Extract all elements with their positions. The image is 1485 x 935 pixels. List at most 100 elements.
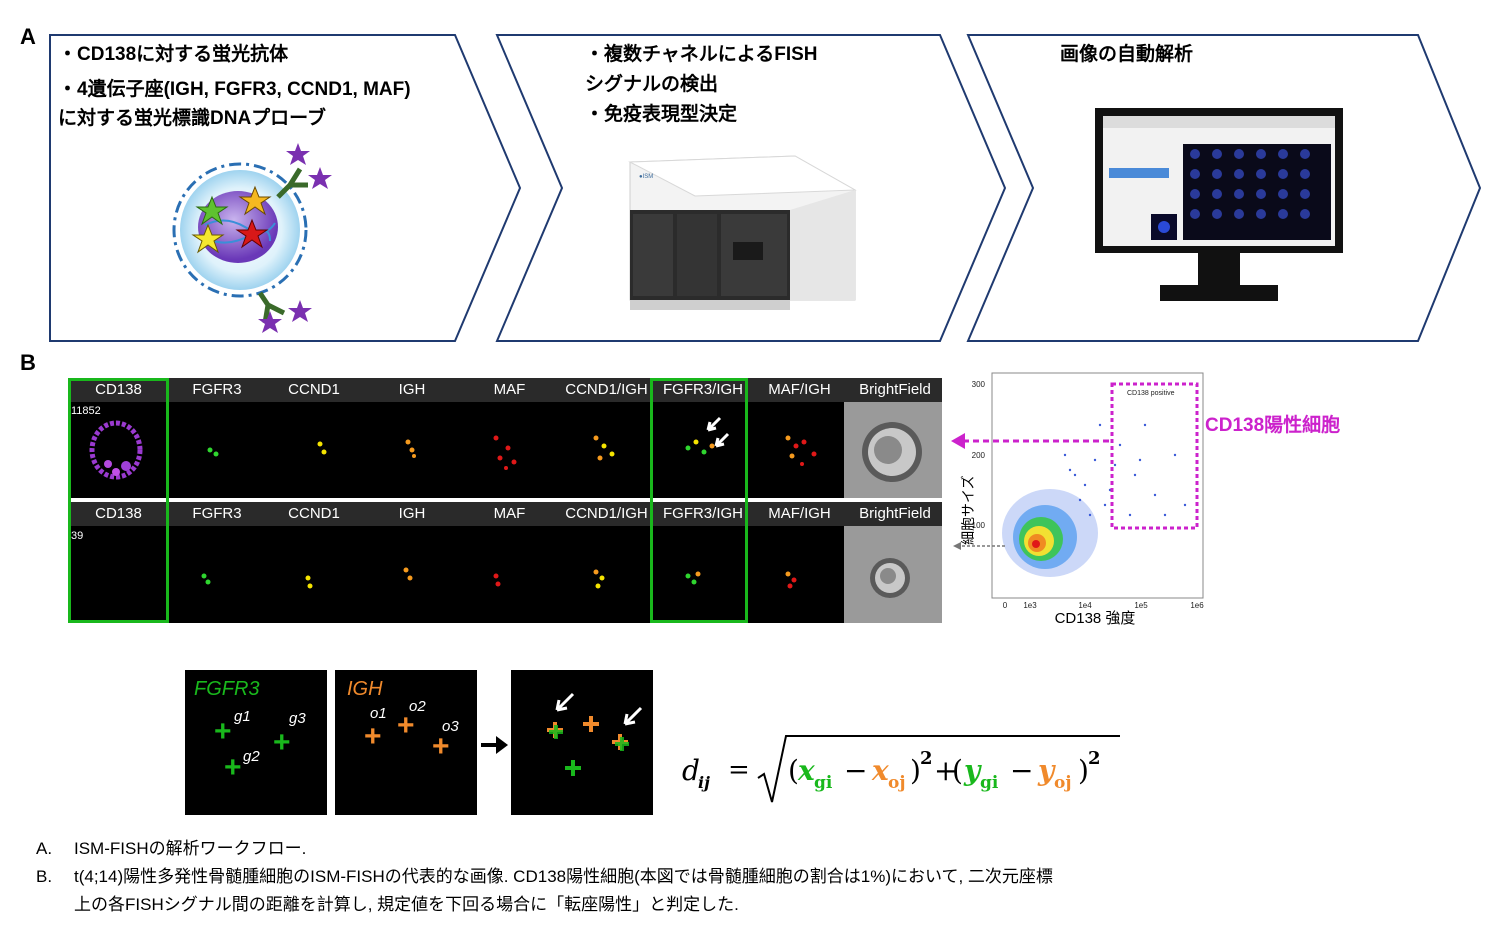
gate-arrow-head [951, 433, 965, 449]
step3-title: 画像の自動解析 [1060, 44, 1194, 65]
step2-line1: ・複数チャネルによるFISH [585, 44, 818, 65]
distance-equation: d ij = ( x gi − x oj ) 2 + ( y gi − y oj… [682, 735, 1120, 803]
scatter-dot [1138, 458, 1142, 462]
step1-line2: ・4遺伝子座(IGH, FGFR3, CCND1, MAF) [58, 79, 411, 100]
row2-cell-number: 39 [71, 530, 84, 542]
scatter-dot [1173, 453, 1177, 457]
scatter-dot [1128, 513, 1132, 517]
eq-minus1: − [844, 754, 867, 787]
x-tick-1e5: 1e5 [1134, 601, 1148, 610]
eq-yo-sub: oj [1054, 773, 1072, 793]
eq-lhs: d [682, 754, 700, 787]
caption-b-label: B. [36, 867, 53, 886]
channel-header-1-2: FGFR3 [169, 378, 265, 402]
svg-text:(: ( [952, 754, 963, 787]
channel-header-2-9: BrightField [848, 502, 942, 526]
eq-lhs-sub: ij [698, 773, 710, 792]
scatter-dot [1133, 473, 1137, 477]
scatter-dot [1103, 503, 1107, 507]
cd138-scatter-plot: 300 200 100 0 1e3 1e4 1e5 1e6 CD138 posi… [951, 372, 1204, 627]
eq-yo: y [1037, 754, 1056, 787]
eq-equals: = [728, 755, 750, 785]
cd138-highlight-box [68, 378, 169, 623]
y-tick-200: 200 [972, 451, 986, 460]
caption-a-label: A. [36, 839, 53, 858]
analysis-monitor-illustration [1095, 108, 1343, 301]
channel-header-1-7: FGFR3/IGH [655, 378, 751, 402]
x-axis-label: CD138 強度 [1055, 610, 1136, 627]
caption-a-text: ISM-FISHの解析ワークフロー. [74, 839, 307, 858]
eq-xg-sub: gi [814, 773, 833, 793]
channel-header-2-3: CCND1 [265, 502, 363, 526]
row1-cell-number: 11852 [71, 405, 101, 417]
scatter-dot [1113, 463, 1117, 467]
step2-line2: シグナルの検出 [585, 74, 719, 95]
svg-text:): ) [910, 754, 921, 787]
cd138-positive-gate [1110, 382, 1199, 530]
label-g2: g2 [243, 748, 260, 765]
row1-images [89, 402, 942, 498]
scatter-dot [1153, 493, 1157, 497]
cd138-positive-annotation: CD138陽性細胞 [1205, 415, 1341, 436]
panel-b-letter: B [20, 350, 36, 375]
svg-text:●ISM: ●ISM [639, 174, 653, 180]
label-g1: g1 [234, 708, 251, 725]
scatter-dot [1063, 453, 1067, 457]
igh-signal-box [335, 670, 477, 815]
eq-yg-sub: gi [980, 773, 999, 793]
channel-header-2-4: IGH [363, 502, 461, 526]
imaging-instrument-illustration: ●ISM [628, 155, 857, 310]
eq-exp1: 2 [920, 748, 933, 769]
scatter-dot [1143, 423, 1147, 427]
eq-exp2: 2 [1088, 748, 1101, 769]
sqrt-symbol [757, 735, 1120, 803]
channel-header-2-7: FGFR3/IGH [655, 502, 751, 526]
x-tick-1e4: 1e4 [1078, 601, 1092, 610]
row2-images [201, 526, 942, 623]
channel-header-1-6: CCND1/IGH [558, 378, 655, 402]
scatter-dot [1163, 513, 1167, 517]
caption-b-line1: t(4;14)陽性多発性骨髄腫細胞のISM-FISHの代表的な画像. CD138… [74, 867, 1053, 886]
cross-o1: + [364, 720, 382, 753]
right-arrow-icon [481, 736, 508, 754]
label-o2: o2 [409, 698, 426, 715]
cross-g1: + [214, 715, 232, 748]
fgfr3-igh-highlight-box [650, 378, 748, 623]
channel-header-2-8: MAF/IGH [751, 502, 848, 526]
gate-label: CD138 positive [1127, 390, 1175, 397]
channel-header-2-2: FGFR3 [169, 502, 265, 526]
eq-yg: y [963, 754, 982, 787]
y-tick-300: 300 [972, 380, 986, 389]
channel-header-2-1: CD138 [68, 502, 169, 526]
scatter-dot [1073, 473, 1077, 477]
scatter-dot [1068, 468, 1072, 472]
scatter-dot [1098, 423, 1102, 427]
channel-header-1-3: CCND1 [265, 378, 363, 402]
channel-header-1-9: BrightField [848, 378, 942, 402]
panel-a-letter: A [20, 24, 36, 49]
eq-xo-sub: oj [888, 773, 906, 793]
scatter-dot [1183, 503, 1187, 507]
cross-o3: + [432, 730, 450, 763]
y-axis-label: 細胞サイズ [960, 475, 976, 545]
scatter-dot [1083, 483, 1087, 487]
x-tick-1e6: 1e6 [1190, 601, 1204, 610]
fgfr3-title: FGFR3 [194, 678, 260, 700]
eq-xg: x [797, 754, 815, 787]
step2-line3: ・免疫表現型決定 [585, 104, 738, 125]
gray-arrow-head [953, 542, 961, 550]
label-g3: g3 [289, 710, 306, 727]
merged-signal-box [511, 670, 653, 815]
scatter-dot [1093, 458, 1097, 462]
scatter-density-cloud [1002, 489, 1098, 577]
cross-o2: + [397, 709, 415, 742]
channel-header-1-4: IGH [363, 378, 461, 402]
eq-minus2: − [1010, 754, 1033, 787]
step1-line1: ・CD138に対する蛍光抗体 [58, 44, 289, 65]
svg-text:): ) [1078, 754, 1089, 787]
svg-text:(: ( [788, 754, 799, 787]
cross-g2: + [224, 751, 242, 784]
channel-header-2-5: MAF [461, 502, 558, 526]
channel-header-1-8: MAF/IGH [751, 378, 848, 402]
scatter-dot [1078, 498, 1082, 502]
